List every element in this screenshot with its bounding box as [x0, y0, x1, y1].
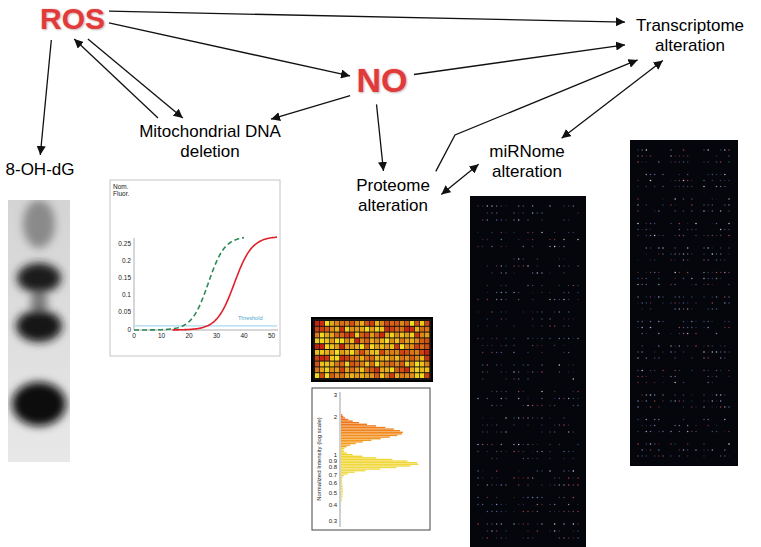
concept-label: Transcriptome alteration [628, 14, 752, 59]
node-text: ROS [40, 2, 104, 35]
tick-label: 0 [112, 327, 131, 334]
axis-title: Nom. Fluor. [113, 184, 139, 197]
mirnome-microarray [470, 196, 586, 547]
arrow-connector [74, 39, 158, 118]
molecule-label: ROS [38, 0, 106, 37]
node-text: miRNome alteration [483, 142, 571, 183]
tick-label: 0.9 [323, 458, 337, 464]
tick-label: 20 [181, 333, 197, 340]
concept-label: 8-OH-dG [3, 158, 77, 182]
tick-label: 40 [236, 333, 252, 340]
tick-label: 0 [126, 333, 142, 340]
intensity-histogram [312, 388, 430, 530]
tick-label: 0.05 [112, 309, 131, 316]
concept-label: Proteome alteration [347, 174, 439, 219]
arrow-connector [414, 45, 625, 75]
gel-image [8, 200, 70, 462]
tick-label: 0.1 [112, 292, 131, 299]
threshold-label: Threshold [238, 316, 278, 322]
molecule-label: NO [353, 60, 411, 101]
arrow-connector [441, 164, 478, 194]
arrow-connector [40, 40, 51, 155]
tick-label: 0.8 [323, 464, 337, 470]
tick-label: 2 [323, 414, 337, 420]
node-text: Mitochondrial DNA deletion [129, 122, 291, 163]
arrow-connector [271, 96, 350, 119]
arrow-connector [377, 104, 384, 171]
proteome-heatmap [312, 318, 432, 381]
tick-label: 1 [323, 452, 337, 458]
node-text: Proteome alteration [349, 176, 437, 217]
concept-label: miRNome alteration [481, 140, 573, 185]
arrow-connector [88, 39, 183, 118]
tick-label: 3 [323, 392, 337, 398]
tick-label: 0.3 [323, 518, 337, 524]
tick-label: 0.6 [323, 480, 337, 486]
arrow-connector [109, 23, 350, 76]
arrow-connector [109, 11, 625, 22]
tick-label: 50 [264, 333, 280, 340]
tick-label: 0.2 [112, 258, 131, 265]
tick-label: 10 [154, 333, 170, 340]
tick-label: 0.4 [323, 502, 337, 508]
arrow-connector [562, 61, 663, 139]
qpcr-chart [110, 180, 280, 356]
tick-label: 30 [209, 333, 225, 340]
node-text: NO [355, 62, 409, 99]
node-text: 8-OH-dG [5, 160, 75, 180]
tick-label: 0.25 [112, 241, 131, 248]
transcriptome-microarray [630, 140, 738, 466]
tick-label: 0.5 [323, 490, 337, 496]
tick-label: 0.15 [112, 275, 131, 282]
concept-label: Mitochondrial DNA deletion [127, 120, 293, 165]
tick-label: 0.7 [323, 472, 337, 478]
node-text: Transcriptome alteration [630, 16, 750, 57]
axis-title: Normalized Intensity (log scale) [316, 404, 322, 514]
